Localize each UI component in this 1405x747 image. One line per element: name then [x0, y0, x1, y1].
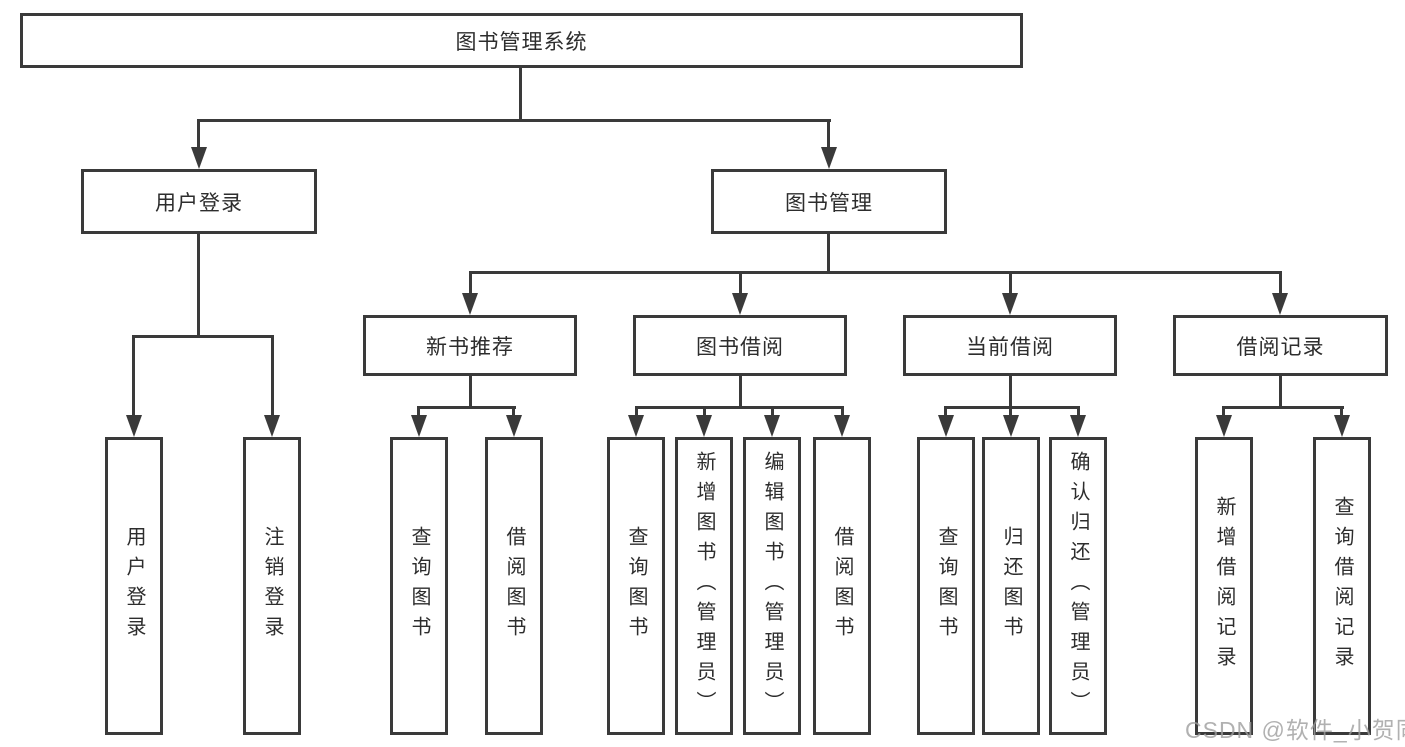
connector-to-book-mgmt: [827, 119, 830, 151]
node-new-book-recommend-label: 新书推荐: [426, 335, 514, 359]
leaf-add-borrow-record: 新增借阅记录: [1195, 437, 1253, 735]
leaf-borrow-books-label: 借阅图书: [831, 526, 853, 646]
connector-leaf-g5-2: [1340, 406, 1343, 418]
connector-leaf-g4-3: [1077, 406, 1080, 418]
connector-borrow-record-stem: [1279, 376, 1282, 409]
csdn-watermark: CSDN @软件_小贺同学: [1185, 717, 1405, 743]
leaf-query-borrow-record-label: 查询借阅记录: [1331, 496, 1353, 676]
connector-new-book-stem: [469, 376, 472, 409]
arrow-leaf-g4-1: [938, 415, 954, 437]
connector-leaf-g3-2: [703, 406, 706, 418]
leaf-add-borrow-record-label: 新增借阅记录: [1213, 496, 1235, 676]
arrow-new-book: [462, 293, 478, 315]
leaf-confirm-return-admin-label: 确认归还（管理员）: [1067, 451, 1089, 721]
arrow-leaf-g3-2: [696, 415, 712, 437]
node-root-label: 图书管理系统: [455, 30, 588, 54]
connector-to-leaf-logout: [271, 335, 274, 417]
connector-user-login-stem: [197, 234, 200, 338]
connector-leaf-g3-4: [841, 406, 844, 418]
leaf-query-books-current: 查询图书: [917, 437, 975, 735]
arrow-leaf-g3-1: [628, 415, 644, 437]
leaf-borrow-books-recommend-label: 借阅图书: [503, 526, 525, 646]
leaf-logout-label: 注销登录: [261, 526, 283, 646]
leaf-add-book-admin: 新增图书（管理员）: [675, 437, 733, 735]
leaf-query-books-recommend-label: 查询图书: [408, 526, 430, 646]
arrow-leaf-g2-2: [506, 415, 522, 437]
connector-to-new-book: [469, 271, 472, 297]
connector-book-mgmt-stem: [827, 234, 830, 274]
arrow-user-login: [191, 147, 207, 169]
node-book-mgmt-label: 图书管理: [785, 191, 873, 215]
leaf-add-book-admin-label: 新增图书（管理员）: [693, 451, 715, 721]
node-book-borrow-label: 图书借阅: [696, 335, 784, 359]
connector-book-borrow-rail: [635, 406, 844, 409]
connector-to-leaf-user-login: [132, 335, 135, 417]
connector-borrow-record-rail: [1223, 406, 1344, 409]
leaf-query-books-current-label: 查询图书: [935, 526, 957, 646]
arrow-leaf-user-login: [126, 415, 142, 437]
connector-current-borrow-rail: [945, 406, 1080, 409]
leaf-query-books-borrow-label: 查询图书: [625, 526, 647, 646]
leaf-edit-book-admin: 编辑图书（管理员）: [743, 437, 801, 735]
node-current-borrow: 当前借阅: [903, 315, 1117, 376]
arrow-leaf-g3-3: [764, 415, 780, 437]
arrow-book-borrow: [732, 293, 748, 315]
arrow-leaf-g5-1: [1216, 415, 1232, 437]
leaf-query-books-recommend: 查询图书: [390, 437, 448, 735]
node-current-borrow-label: 当前借阅: [966, 335, 1054, 359]
leaf-return-book: 归还图书: [982, 437, 1040, 735]
connector-to-book-borrow: [739, 271, 742, 297]
connector-to-user-login: [197, 119, 200, 151]
connector-to-borrow-record: [1279, 271, 1282, 297]
arrow-leaf-g2-1: [411, 415, 427, 437]
node-root: 图书管理系统: [20, 13, 1023, 68]
node-user-login-label: 用户登录: [155, 191, 243, 215]
connector-leaf-g2-2: [512, 406, 515, 418]
connector-root-stem: [519, 68, 522, 121]
connector-leaf-g2-1: [417, 406, 420, 418]
leaf-logout: 注销登录: [243, 437, 301, 735]
node-book-borrow: 图书借阅: [633, 315, 847, 376]
connector-book-borrow-stem: [739, 376, 742, 409]
node-borrow-record: 借阅记录: [1173, 315, 1388, 376]
connector-leaf-g4-2: [1009, 406, 1012, 418]
node-user-login: 用户登录: [81, 169, 317, 234]
leaf-confirm-return-admin: 确认归还（管理员）: [1049, 437, 1107, 735]
arrow-borrow-record: [1272, 293, 1288, 315]
arrow-leaf-g3-4: [834, 415, 850, 437]
connector-leaf-g4-1: [944, 406, 947, 418]
arrow-book-mgmt: [821, 147, 837, 169]
connector-root-rail: [198, 119, 831, 122]
arrow-leaf-logout: [264, 415, 280, 437]
connector-leaf-g5-1: [1222, 406, 1225, 418]
leaf-return-book-label: 归还图书: [1000, 526, 1022, 646]
connector-to-current-borrow: [1009, 271, 1012, 297]
connector-leaf-g3-1: [635, 406, 638, 418]
arrow-current-borrow: [1002, 293, 1018, 315]
node-borrow-record-label: 借阅记录: [1236, 335, 1325, 359]
leaf-user-login: 用户登录: [105, 437, 163, 735]
node-book-mgmt: 图书管理: [711, 169, 947, 234]
connector-new-book-rail: [418, 406, 516, 409]
connector-current-borrow-stem: [1009, 376, 1012, 409]
leaf-borrow-books-recommend: 借阅图书: [485, 437, 543, 735]
leaf-borrow-books: 借阅图书: [813, 437, 871, 735]
connector-user-login-rail: [133, 335, 274, 338]
arrow-leaf-g4-2: [1003, 415, 1019, 437]
leaf-edit-book-admin-label: 编辑图书（管理员）: [761, 451, 783, 721]
arrow-leaf-g5-2: [1334, 415, 1350, 437]
connector-book-mgmt-rail: [469, 271, 1282, 274]
leaf-query-books-borrow: 查询图书: [607, 437, 665, 735]
node-new-book-recommend: 新书推荐: [363, 315, 577, 376]
leaf-user-login-label: 用户登录: [123, 526, 145, 646]
arrow-leaf-g4-3: [1070, 415, 1086, 437]
connector-leaf-g3-3: [771, 406, 774, 418]
leaf-query-borrow-record: 查询借阅记录: [1313, 437, 1371, 735]
